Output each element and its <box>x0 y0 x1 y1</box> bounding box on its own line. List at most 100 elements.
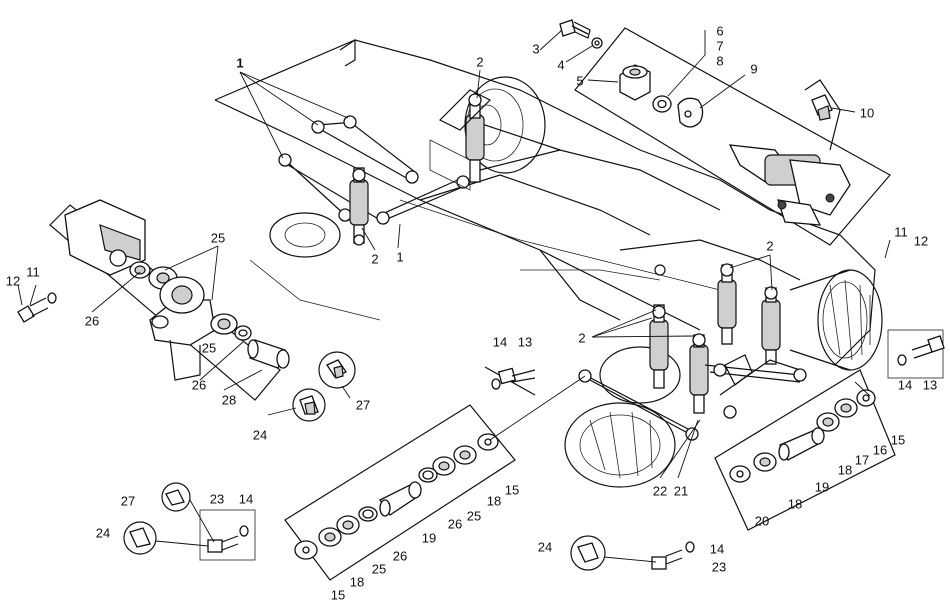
trunnion <box>728 79 851 226</box>
label-3: 3 <box>532 41 539 56</box>
bolt-23-center <box>199 509 256 561</box>
label-12-right: 12 <box>914 233 928 248</box>
label-7: 7 <box>716 38 723 53</box>
label-21: 21 <box>674 483 688 498</box>
label-11-left: 11 <box>26 264 40 279</box>
pin-19-right <box>778 427 825 461</box>
label-25-center-b: 25 <box>372 561 386 576</box>
seal-25-left-b <box>210 313 238 335</box>
washer-6-8 <box>652 95 672 113</box>
plate-9 <box>677 97 704 128</box>
label-26-center-a: 26 <box>448 516 462 531</box>
shock-absorber-front-2 <box>349 167 369 246</box>
bolt-23-right <box>651 541 695 570</box>
pin-19-center <box>379 481 422 517</box>
grease-fitting-24-center <box>123 521 157 555</box>
bolt-13-right <box>887 329 945 379</box>
label-15-center-b: 15 <box>331 587 345 602</box>
label-11-right: 11 <box>894 224 908 239</box>
label-25-center-a: 25 <box>467 508 481 523</box>
label-26-left-b: 26 <box>192 377 206 392</box>
label-27-left: 27 <box>356 397 370 412</box>
vehicle-frame <box>214 38 876 366</box>
label-2-c: 2 <box>766 238 773 253</box>
label-5: 5 <box>576 73 583 88</box>
label-25-left-b: 25 <box>202 340 216 355</box>
bracket-left <box>64 199 146 276</box>
eye-housing <box>149 276 216 381</box>
label-26-left-a: 26 <box>85 313 99 328</box>
bushing-28 <box>247 339 290 369</box>
label-28: 28 <box>222 392 236 407</box>
label-23-center: 23 <box>210 491 224 506</box>
label-15-right: 15 <box>891 432 905 447</box>
left-mounting-exploded <box>17 199 356 422</box>
label-18-right-b: 18 <box>788 496 802 511</box>
grease-fitting-24-left <box>292 388 326 422</box>
label-16: 16 <box>873 442 887 457</box>
label-13-right: 13 <box>923 377 937 392</box>
label-4: 4 <box>557 57 564 72</box>
label-24-right: 24 <box>538 539 552 554</box>
shock-absorber-front-1 <box>465 93 485 183</box>
grease-fitting-10 <box>811 94 833 121</box>
label-19-right: 19 <box>815 479 829 494</box>
label-27-center: 27 <box>121 493 135 508</box>
label-10: 10 <box>860 105 874 120</box>
label-14-center: 14 <box>493 334 507 349</box>
label-26-center-b: 26 <box>393 548 407 563</box>
shock-absorber-rear-4 <box>761 286 781 365</box>
label-18-center-b: 18 <box>350 574 364 589</box>
leader-lines <box>17 29 891 479</box>
wheel-front-right <box>564 346 681 488</box>
nut-5 <box>619 64 651 101</box>
cup-18-center-a <box>453 445 477 465</box>
label-14-right: 14 <box>898 377 912 392</box>
part-labels: 1 1 2 2 2 2 3 4 5 6 7 8 9 10 11 12 11 12… <box>6 23 937 602</box>
label-22: 22 <box>653 483 667 498</box>
grease-fitting-27-left <box>318 351 356 389</box>
bolt-3 <box>559 19 591 39</box>
label-20: 20 <box>755 513 769 528</box>
label-14-center-b: 14 <box>239 491 253 506</box>
center-exploded-group <box>123 366 536 581</box>
right-exploded-group <box>570 329 945 571</box>
shock-absorber-rear-2 <box>689 333 709 414</box>
label-12-left: 12 <box>6 273 20 288</box>
wheel-front-left <box>269 212 341 258</box>
bracket-exploded-group <box>559 19 891 246</box>
bolt-12-left <box>17 297 49 323</box>
washer-14-center <box>491 378 501 390</box>
label-19-center: 19 <box>422 530 436 545</box>
bolt-13-center <box>484 366 536 396</box>
ring-26-left-a <box>129 261 151 279</box>
grease-fitting-27-center <box>161 482 191 512</box>
label-24-center: 24 <box>96 525 110 540</box>
label-1-b: 1 <box>396 249 403 264</box>
shock-absorber-rear-3 <box>717 263 737 345</box>
label-18-right-a: 18 <box>838 462 852 477</box>
shock-absorber-rear-1 <box>649 304 669 389</box>
front-suspension-assembly <box>278 89 492 246</box>
label-14-right-b: 14 <box>710 541 724 556</box>
wheel-rear-right <box>789 269 883 371</box>
washer-11-left <box>47 292 57 304</box>
label-1-a: 1 <box>236 55 243 70</box>
label-2-a: 2 <box>476 54 483 69</box>
label-15-center-a: 15 <box>505 482 519 497</box>
label-2-d: 2 <box>578 330 585 345</box>
rear-suspension-assembly <box>578 263 807 441</box>
label-9: 9 <box>750 61 757 76</box>
label-17: 17 <box>855 452 869 467</box>
label-25-left-a: 25 <box>211 230 225 245</box>
label-24-left: 24 <box>253 427 267 442</box>
grease-fitting-24-right <box>570 535 606 571</box>
label-6: 6 <box>716 23 723 38</box>
label-2-b: 2 <box>371 251 378 266</box>
label-18-center-a: 18 <box>487 493 501 508</box>
ring-26-left-b <box>234 325 252 341</box>
label-23-right: 23 <box>712 559 726 574</box>
label-8: 8 <box>716 53 723 68</box>
